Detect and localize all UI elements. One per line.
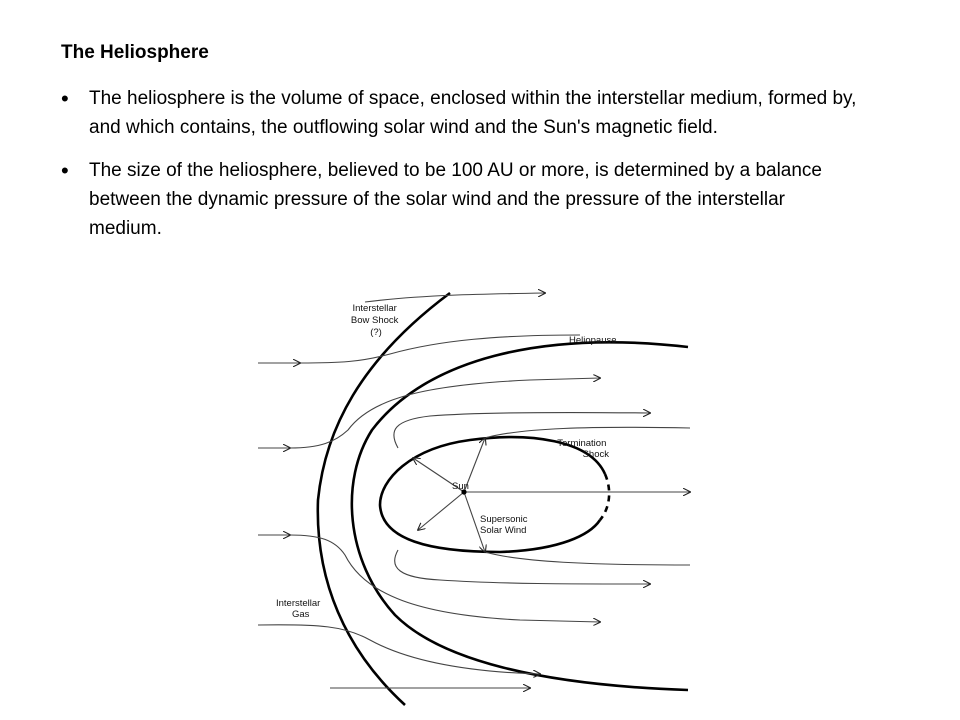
bullet-text: The heliosphere is the volume of space, … — [89, 88, 857, 138]
termination-shock-curve — [378, 435, 607, 554]
bullet-text: The size of the heliosphere, believed to… — [89, 160, 822, 239]
bullet-dot-icon: • — [61, 158, 69, 183]
label-termination-shock: Termination Shock — [557, 438, 609, 460]
bullet-item: • The heliosphere is the volume of space… — [61, 84, 861, 142]
heliosheath-flow-lines — [393, 412, 691, 584]
label-interstellar-gas: Interstellar Gas — [276, 598, 323, 620]
interstellar-flow-lines — [257, 293, 600, 688]
heliopause-curve — [350, 341, 689, 692]
label-sun: Sun — [452, 481, 469, 492]
bow-shock-curve — [316, 291, 451, 706]
bullet-dot-icon: • — [61, 86, 69, 111]
bullet-item: • The size of the heliosphere, believed … — [61, 156, 861, 243]
sun-dot — [461, 489, 467, 495]
label-supersonic-wind: Supersonic Solar Wind — [480, 514, 530, 536]
termination-shock-dashed — [598, 473, 611, 521]
slide-title: The Heliosphere — [61, 42, 209, 63]
bullet-list: • The heliosphere is the volume of space… — [61, 84, 861, 257]
label-heliopause: Heliopause — [569, 335, 617, 346]
label-bow-shock: Interstellar Bow Shock (?) — [351, 303, 401, 338]
solar-wind-rays — [413, 438, 690, 552]
